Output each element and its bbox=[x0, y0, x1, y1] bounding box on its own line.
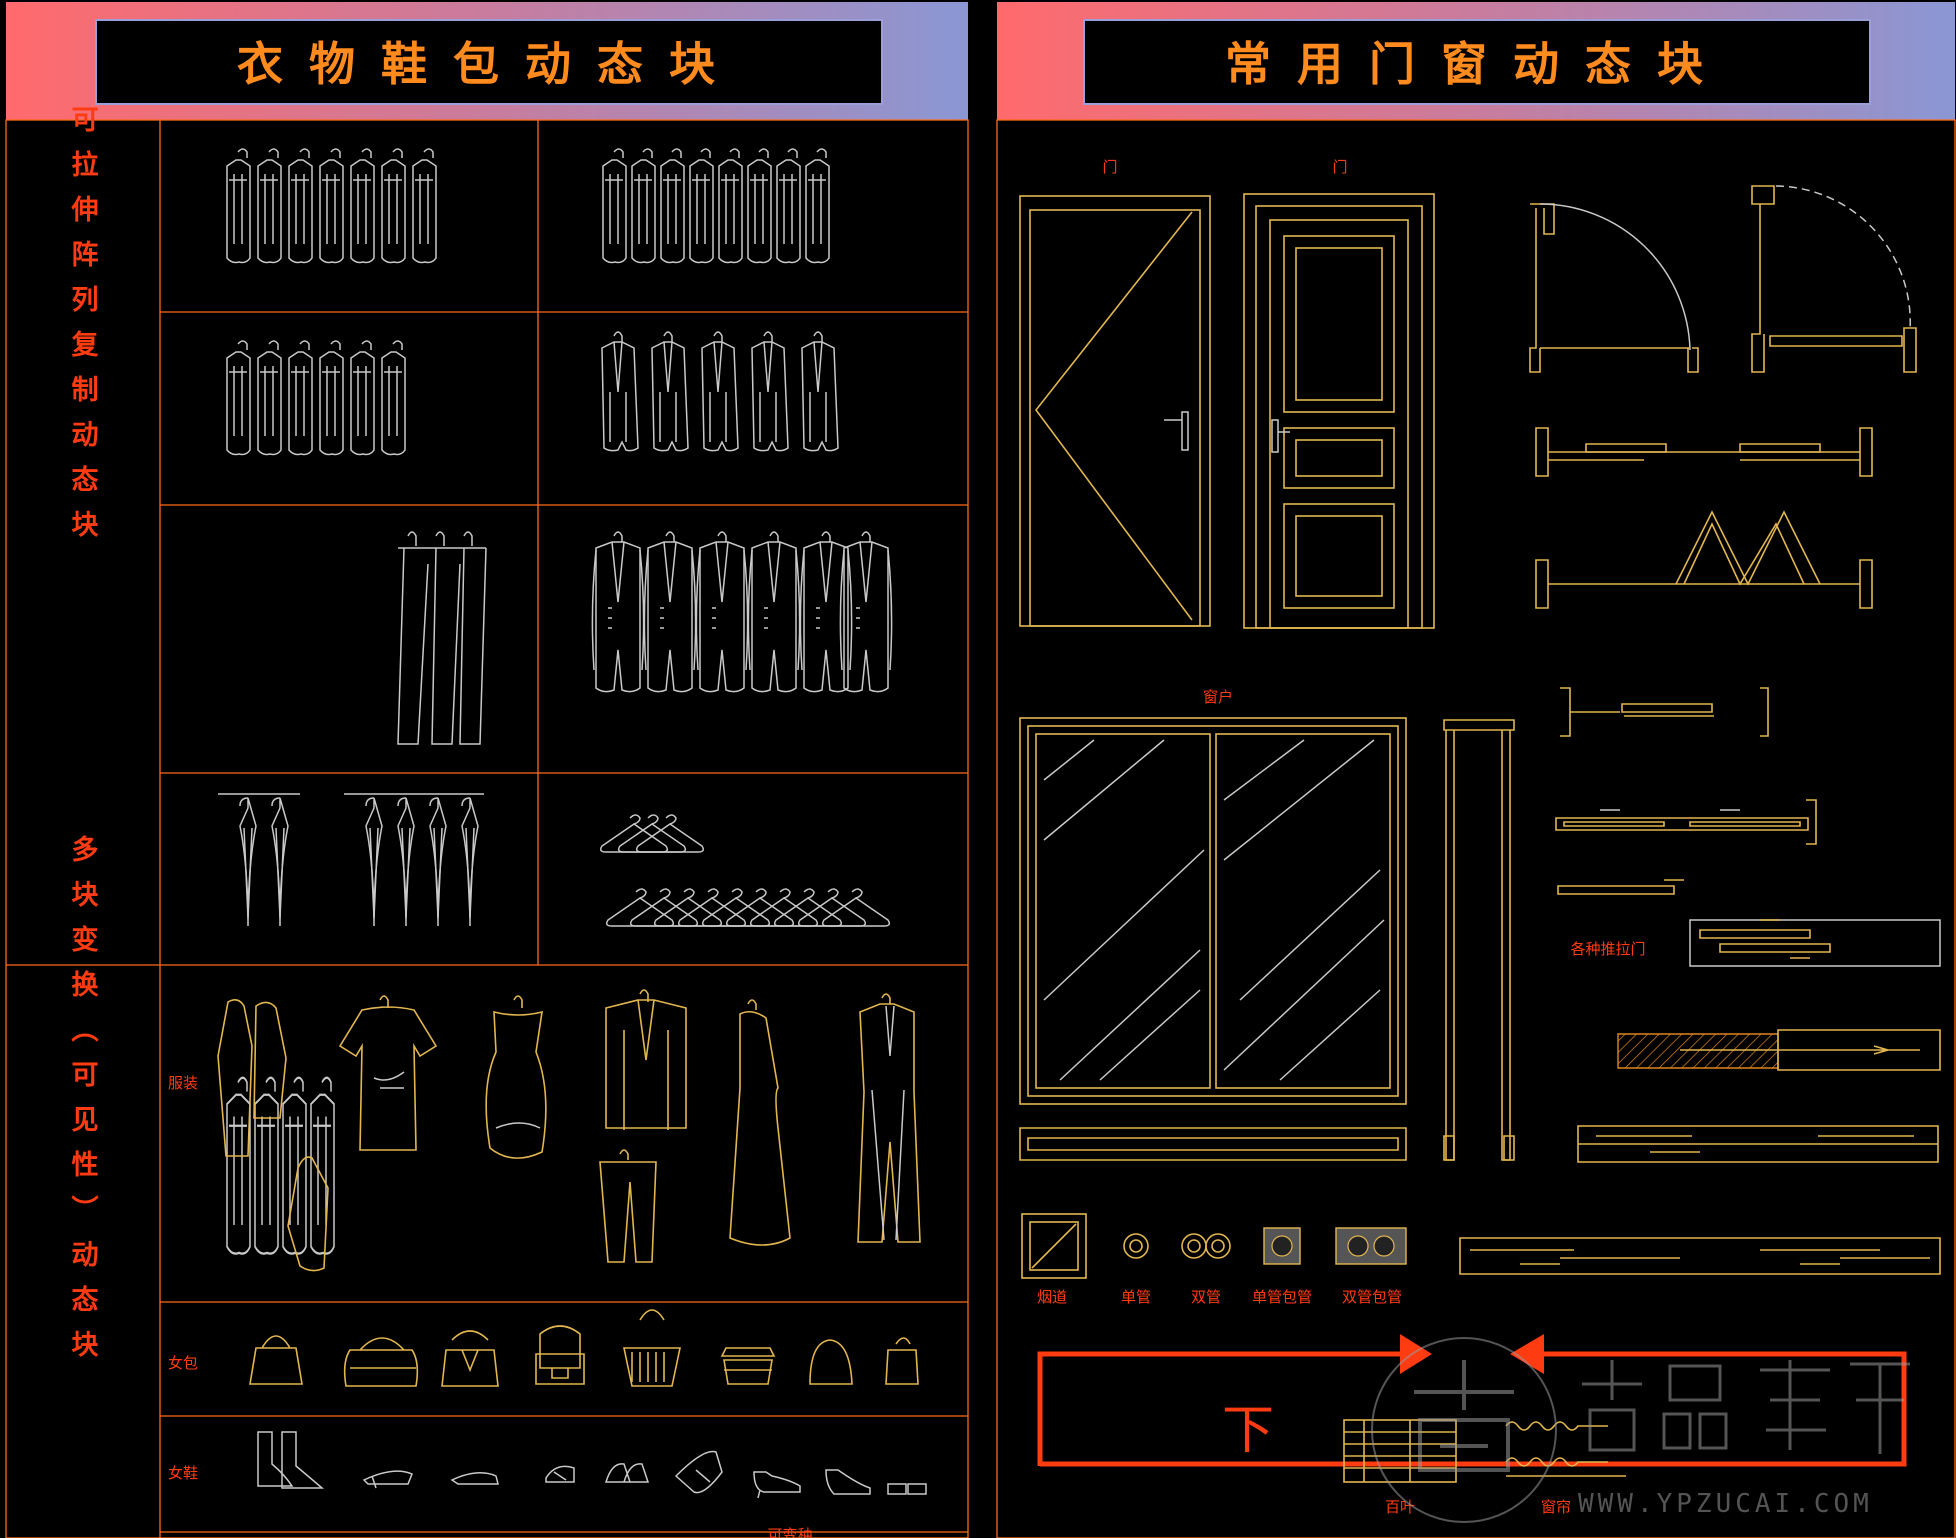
panel-door bbox=[1243, 193, 1435, 629]
row-label-bags: 女包 bbox=[168, 1354, 198, 1372]
long-shirt-array-4 bbox=[225, 1076, 336, 1255]
right-frame bbox=[996, 119, 1956, 1538]
sliding-variants bbox=[1459, 687, 1941, 1275]
clothing-variants bbox=[217, 989, 921, 1272]
row-label-clothing: 服装 bbox=[168, 1074, 198, 1092]
suit-array-6 bbox=[591, 531, 893, 693]
bottom-cut-label: 可变种 bbox=[767, 1526, 812, 1538]
door-swing-plan-2 bbox=[1751, 185, 1917, 373]
curtain-symbol bbox=[1505, 1421, 1626, 1477]
right-title-box bbox=[1083, 19, 1871, 105]
row-label-shoes: 女鞋 bbox=[168, 1464, 198, 1482]
double-sliding-plan bbox=[1535, 427, 1873, 477]
right-title: 常用门窗动态块 bbox=[1225, 37, 1729, 91]
left-title: 衣物鞋包动态块 bbox=[237, 37, 741, 91]
umbrella-array-4 bbox=[344, 793, 484, 927]
left-grid bbox=[5, 119, 969, 1538]
pipe-symbols bbox=[1021, 1213, 1407, 1279]
door-swing-plan-1 bbox=[1529, 203, 1699, 373]
sliding-label: 各种推拉门 bbox=[1570, 940, 1645, 958]
bag-variants bbox=[249, 1309, 919, 1387]
blind-symbol bbox=[1343, 1419, 1457, 1483]
door-label-1: 门 bbox=[1102, 158, 1117, 176]
pipe-label-single-boxed: 单管包管 bbox=[1252, 1288, 1312, 1306]
window-label: 窗户 bbox=[1203, 688, 1233, 706]
trousers-array-3 bbox=[397, 531, 487, 745]
arrow-box-label: 下 bbox=[1222, 1401, 1274, 1461]
arrow-box bbox=[1037, 1334, 1907, 1467]
folding-door-plan bbox=[1535, 510, 1873, 609]
sliding-window bbox=[1019, 717, 1407, 1161]
window-section bbox=[1443, 719, 1515, 1161]
umbrella-array-2 bbox=[218, 793, 300, 927]
pipe-label-single: 单管 bbox=[1121, 1288, 1151, 1306]
section-variant-label: 多块变换（可见性）动态块 bbox=[67, 835, 99, 1375]
shirt-array-8 bbox=[602, 148, 830, 264]
hanger-array-3 bbox=[599, 814, 705, 853]
door-label-2: 门 bbox=[1332, 158, 1347, 176]
shoe-variants bbox=[257, 1431, 927, 1499]
pipe-label-flue: 烟道 bbox=[1037, 1288, 1067, 1306]
section-array-label: 可拉伸阵列复制动态块 bbox=[67, 105, 100, 555]
coat-array-5 bbox=[601, 331, 839, 452]
curtain-label: 窗帘 bbox=[1541, 1498, 1571, 1516]
left-title-box bbox=[95, 19, 883, 105]
shirt-array-7 bbox=[226, 148, 437, 264]
blind-label: 百叶 bbox=[1385, 1498, 1415, 1516]
watermark-url: WWW.YPZUCAI.COM bbox=[1578, 1489, 1873, 1519]
pipe-label-double: 双管 bbox=[1191, 1288, 1221, 1306]
hanger-array-10 bbox=[605, 888, 891, 927]
watermark-logo bbox=[1371, 1337, 1910, 1523]
flat-door bbox=[1019, 195, 1211, 627]
shirt-array-6 bbox=[226, 340, 406, 456]
pipe-label-double-boxed: 双管包管 bbox=[1342, 1288, 1402, 1306]
